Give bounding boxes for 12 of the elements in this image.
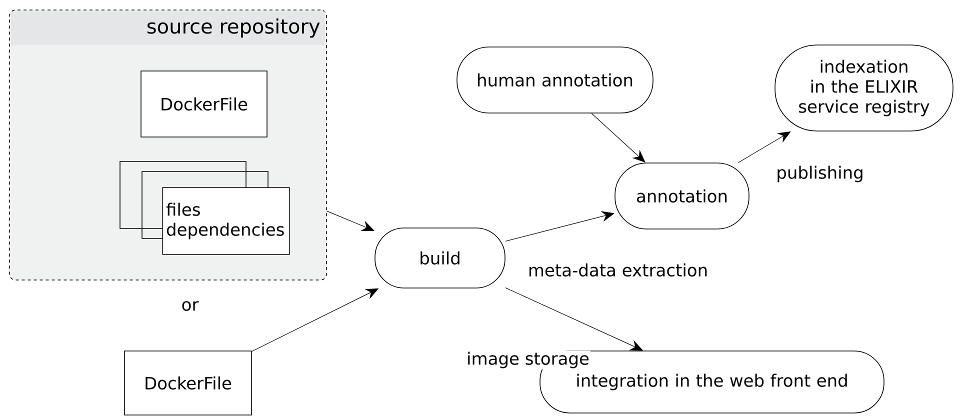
edge-label: image storage bbox=[466, 350, 590, 370]
edge-label: meta-data extraction bbox=[526, 262, 710, 278]
file-box: DockerFile bbox=[140, 70, 268, 138]
edge-label: publishing bbox=[775, 164, 865, 184]
arrow bbox=[738, 131, 791, 163]
file-box: DockerFile bbox=[124, 350, 252, 416]
process-pill: annotation bbox=[614, 162, 750, 230]
file-stack: files dependencies bbox=[120, 161, 290, 255]
process-pill: build bbox=[374, 228, 506, 288]
note-label: or bbox=[182, 301, 199, 311]
process-pill: indexation in the ELIXIR service registry bbox=[774, 44, 954, 132]
process-pill: human annotation bbox=[456, 46, 654, 114]
